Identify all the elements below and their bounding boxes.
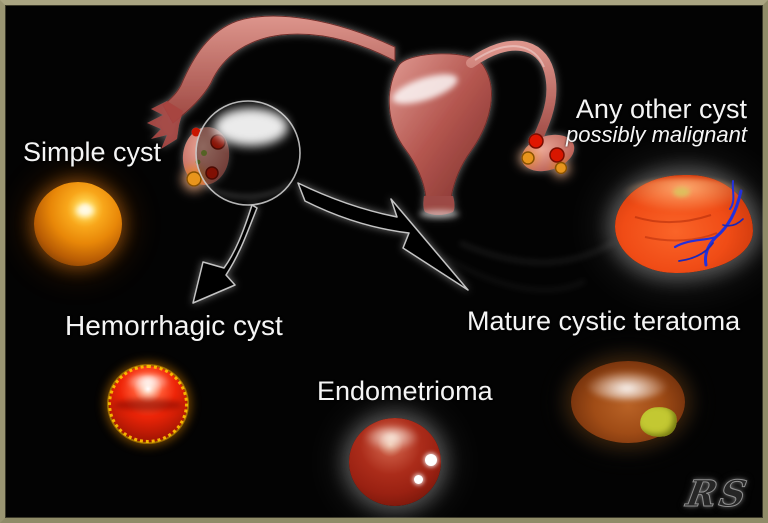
uterus-and-adnexa-illustration (147, 15, 614, 304)
hemorrhagic-cyst-image (108, 365, 188, 443)
left-ovary (182, 127, 230, 191)
arrow-to-hemorrhagic-icon (192, 204, 258, 304)
hemorrhagic-cyst-label: Hemorrhagic cyst (65, 310, 283, 341)
uterus-body-group (147, 15, 575, 218)
magnifier-circle-icon (195, 100, 301, 206)
mature-cystic-teratoma-label: Mature cystic teratoma (467, 306, 741, 336)
endometrioma-image (349, 418, 441, 506)
any-other-cyst-label-block: Any other cyst possibly malignant (566, 94, 747, 148)
any-other-cyst-label: Any other cyst (575, 94, 747, 124)
mature-cystic-teratoma-image (571, 361, 685, 443)
right-ovary (519, 133, 575, 177)
simple-cyst-label: Simple cyst (23, 137, 162, 167)
malignant-cyst-image (615, 175, 753, 273)
arrow-to-teratoma-icon (297, 182, 469, 291)
endometrioma-bright-dot (425, 454, 437, 466)
cervix (423, 196, 455, 215)
possibly-malignant-label: possibly malignant (566, 122, 747, 148)
left-fallopian-tube (162, 15, 396, 124)
blood-vessels-icon (634, 180, 744, 267)
fimbriae (147, 101, 183, 149)
artist-signature: RS (683, 473, 753, 516)
endometrioma-label: Endometrioma (317, 376, 493, 406)
simple-cyst-image (34, 182, 122, 266)
endometrioma-bright-dot (414, 475, 423, 484)
background-swoosh (444, 241, 614, 292)
